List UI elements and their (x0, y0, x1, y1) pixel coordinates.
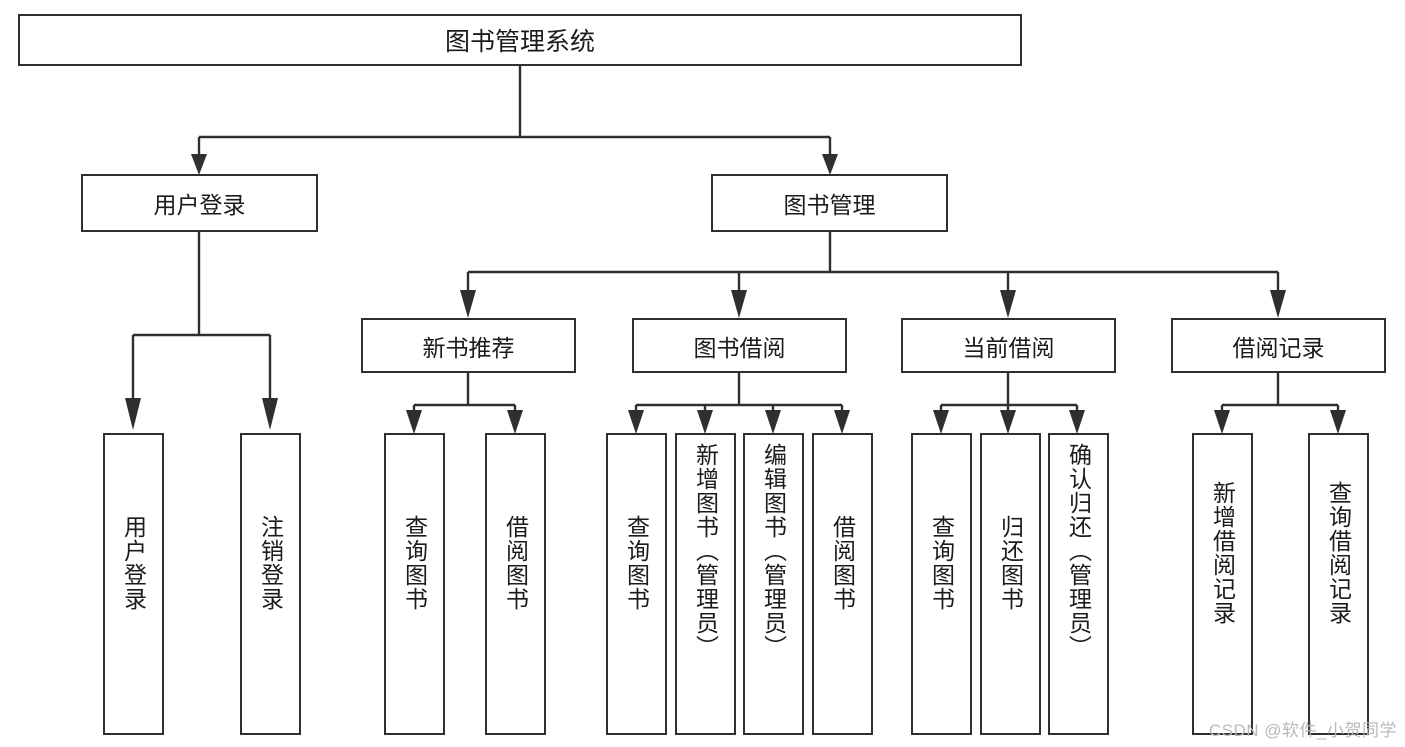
arrowhead-borrow-record-leaf-1 (1214, 410, 1230, 434)
arrowhead-book-borrow-leaf-4 (834, 410, 850, 434)
leaf-new-book-query-label: 查询图书 (401, 515, 428, 611)
arrowhead-new-book (460, 290, 476, 318)
leaf-current-borrow-confirm[interactable]: 确认归还（管理员） (1048, 433, 1109, 735)
arrowhead-new-book-leaf-2 (507, 410, 523, 434)
leaf-book-borrow-borrow[interactable]: 借阅图书 (812, 433, 873, 735)
node-borrow-record-label: 借阅记录 (1232, 334, 1325, 361)
node-book-manage-label: 图书管理 (783, 192, 876, 218)
arrowhead-user-login-leaf-2 (262, 398, 278, 430)
leaf-current-borrow-query-label: 查询图书 (928, 515, 955, 611)
leaf-new-book-borrow-label: 借阅图书 (502, 515, 529, 611)
arrowhead-current-borrow-leaf-3 (1069, 410, 1085, 434)
node-book-borrow-label: 图书借阅 (693, 334, 786, 361)
node-root-label: 图书管理系统 (444, 28, 595, 56)
node-book-borrow[interactable]: 图书借阅 (632, 318, 847, 373)
leaf-book-borrow-query[interactable]: 查询图书 (606, 433, 667, 735)
arrowhead-new-book-leaf-1 (406, 410, 422, 434)
leaf-current-borrow-return[interactable]: 归还图书 (980, 433, 1041, 735)
node-user-login-label: 用户登录 (153, 192, 246, 218)
node-current-borrow[interactable]: 当前借阅 (901, 318, 1116, 373)
leaf-book-borrow-edit-label: 编辑图书（管理员） (760, 443, 787, 659)
watermark: CSDN @软件_小贺同学 (1208, 721, 1397, 740)
arrowhead-book-manage (822, 154, 838, 175)
node-book-manage[interactable]: 图书管理 (711, 174, 948, 232)
node-user-login[interactable]: 用户登录 (81, 174, 318, 232)
node-borrow-record[interactable]: 借阅记录 (1171, 318, 1386, 373)
arrowhead-book-borrow-leaf-1 (628, 410, 644, 434)
arrowhead-user-login (191, 154, 207, 175)
leaf-borrow-record-add-label: 新增借阅记录 (1209, 481, 1236, 625)
node-current-borrow-label: 当前借阅 (962, 334, 1055, 361)
node-new-book-recommend[interactable]: 新书推荐 (361, 318, 576, 373)
leaf-book-borrow-add[interactable]: 新增图书（管理员） (675, 433, 736, 735)
leaf-user-login-signout-label: 注销登录 (257, 515, 284, 611)
leaf-user-login-signout[interactable]: 注销登录 (240, 433, 301, 735)
arrowhead-book-borrow-leaf-2 (697, 410, 713, 434)
node-root[interactable]: 图书管理系统 (18, 14, 1022, 66)
leaf-book-borrow-query-label: 查询图书 (623, 515, 650, 611)
leaf-current-borrow-query[interactable]: 查询图书 (911, 433, 972, 735)
leaf-current-borrow-confirm-label: 确认归还（管理员） (1065, 443, 1092, 659)
leaf-borrow-record-query-label: 查询借阅记录 (1325, 481, 1352, 625)
leaf-new-book-borrow[interactable]: 借阅图书 (485, 433, 546, 735)
arrowhead-current-borrow-leaf-1 (933, 410, 949, 434)
arrowhead-borrow-record (1270, 290, 1286, 318)
arrowhead-current-borrow (1000, 290, 1016, 318)
leaf-user-login-signin-label: 用户登录 (120, 515, 147, 611)
arrowhead-book-borrow-leaf-3 (765, 410, 781, 434)
node-new-book-recommend-label: 新书推荐 (422, 334, 515, 361)
leaf-borrow-record-add[interactable]: 新增借阅记录 (1192, 433, 1253, 735)
arrowhead-borrow-record-leaf-2 (1330, 410, 1346, 434)
leaf-user-login-signin[interactable]: 用户登录 (103, 433, 164, 735)
leaf-book-borrow-add-label: 新增图书（管理员） (692, 443, 719, 659)
arrowhead-book-borrow (731, 290, 747, 318)
leaf-book-borrow-edit[interactable]: 编辑图书（管理员） (743, 433, 804, 735)
arrowhead-current-borrow-leaf-2 (1000, 410, 1016, 434)
leaf-book-borrow-borrow-label: 借阅图书 (829, 515, 856, 611)
leaf-borrow-record-query[interactable]: 查询借阅记录 (1308, 433, 1369, 735)
leaf-current-borrow-return-label: 归还图书 (997, 515, 1024, 611)
arrowhead-user-login-leaf-1 (125, 398, 141, 430)
leaf-new-book-query[interactable]: 查询图书 (384, 433, 445, 735)
